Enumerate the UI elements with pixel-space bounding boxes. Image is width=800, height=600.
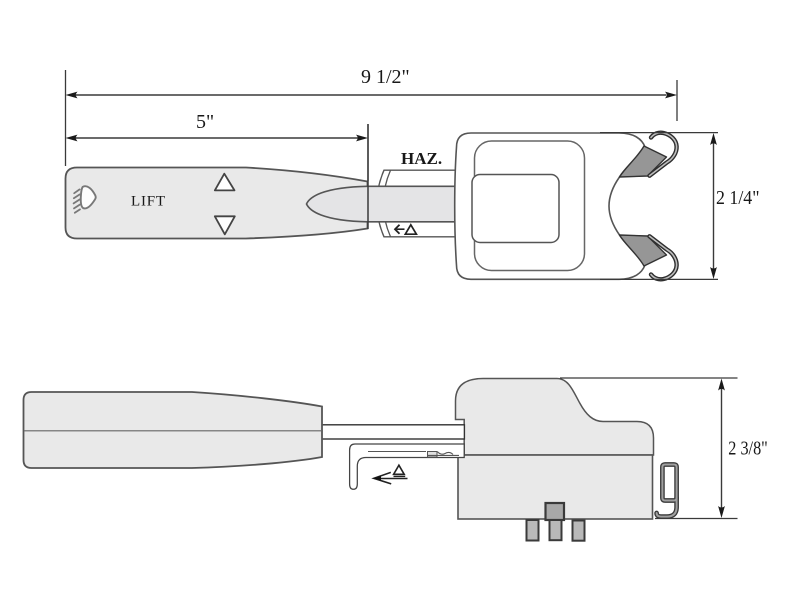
svg-text:LIFT: LIFT — [131, 194, 165, 210]
svg-text:5": 5" — [196, 111, 214, 133]
svg-text:HAZ.: HAZ. — [401, 149, 442, 168]
svg-text:2 3/8": 2 3/8" — [728, 438, 768, 460]
svg-text:2 1/4": 2 1/4" — [716, 187, 760, 209]
svg-text:9 1/2": 9 1/2" — [361, 66, 410, 88]
